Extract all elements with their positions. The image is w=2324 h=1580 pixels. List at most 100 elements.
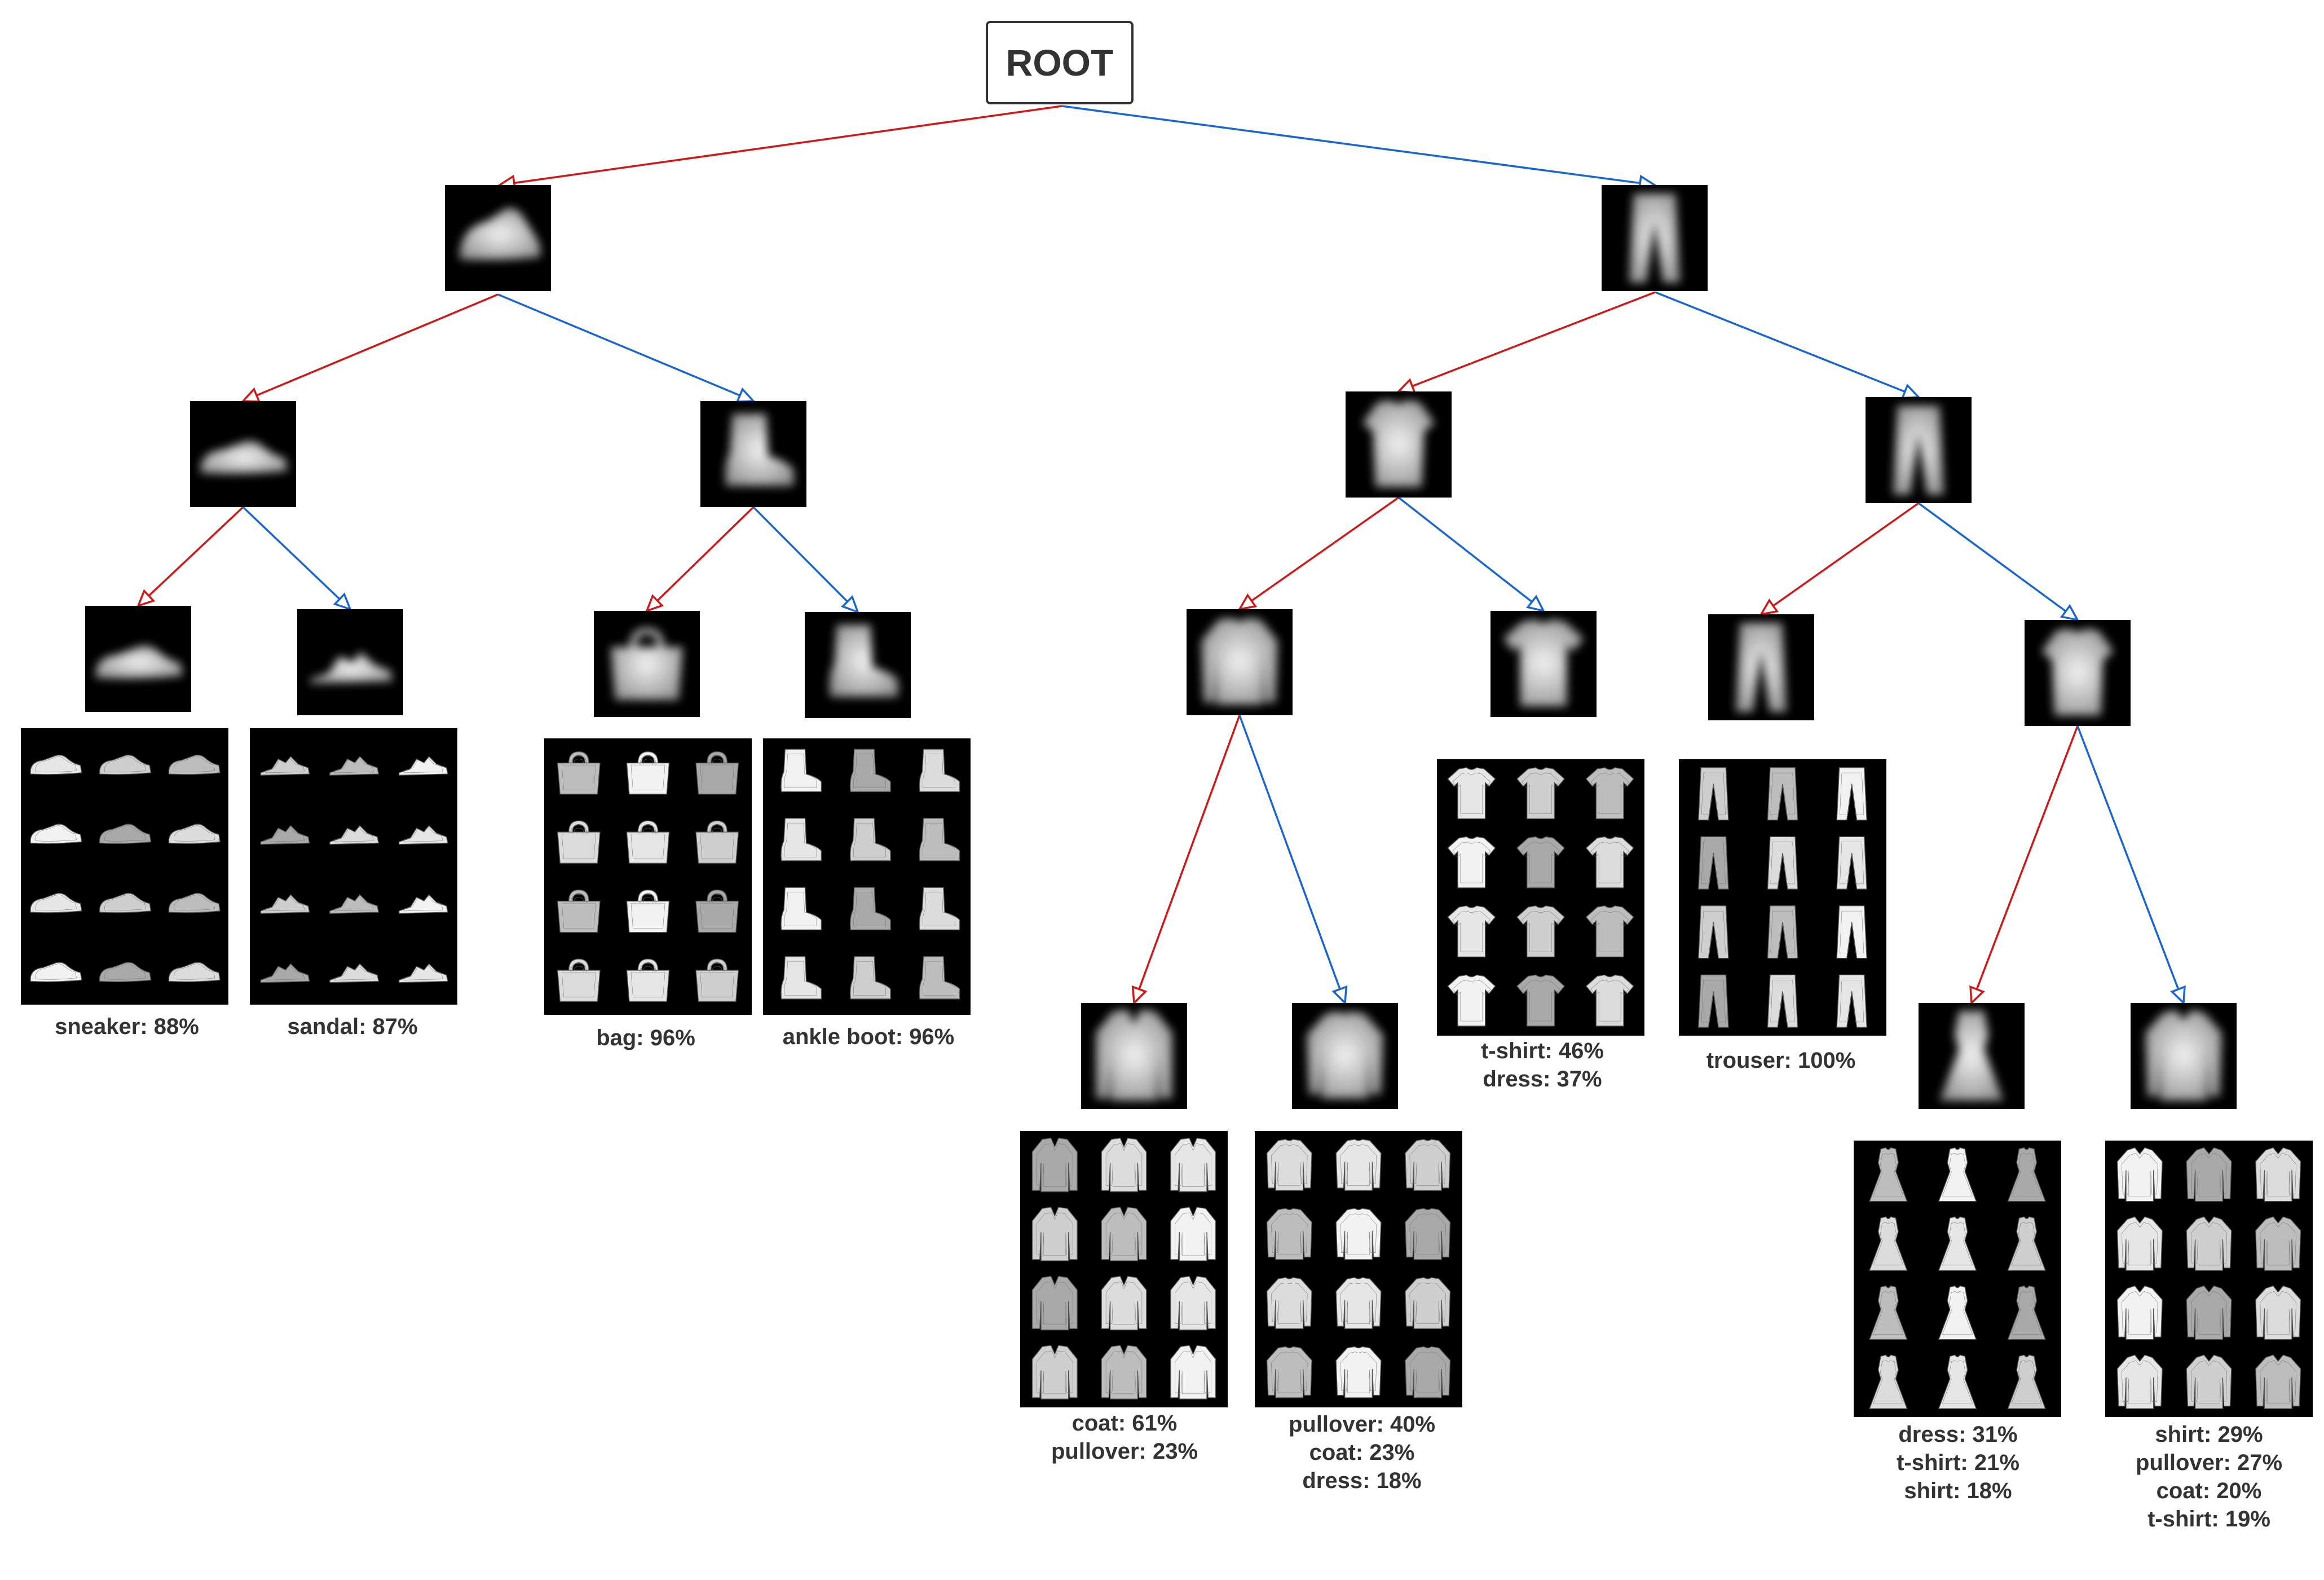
label-line: t-shirt: 21% — [1897, 1450, 2019, 1475]
right-edge — [752, 506, 859, 613]
node-coat — [1081, 1003, 1187, 1109]
coat-blur-icon — [1081, 1003, 1187, 1109]
arrowhead-icon — [2170, 985, 2186, 1005]
arrowhead-icon — [1396, 378, 1417, 394]
label-line: trouser: 100% — [1706, 1048, 1856, 1073]
coat-samples-icon — [1020, 1131, 1228, 1407]
right-edge — [497, 293, 754, 402]
shirt-samples-icon — [2105, 1141, 2313, 1417]
top-blur-icon — [1346, 391, 1452, 498]
label-pullover: pullover: 40% coat: 23% dress: 18% — [1243, 1410, 1480, 1495]
left-edge — [137, 506, 244, 607]
label-line: bag: 96% — [596, 1026, 695, 1050]
arrowhead-icon — [1969, 985, 1985, 1005]
shoe-blur-icon — [445, 185, 551, 291]
node-bag — [594, 611, 700, 717]
arrowhead-icon — [840, 595, 859, 614]
node-shirt — [2131, 1003, 2237, 1109]
arrowhead-icon — [1331, 985, 1348, 1005]
left-edge — [1238, 496, 1400, 610]
pullover-samples-icon — [1255, 1131, 1462, 1407]
node-tops — [1346, 391, 1452, 498]
label-line: sandal: 87% — [287, 1014, 418, 1039]
trouser-blur-icon — [1866, 397, 1972, 503]
left-edge — [499, 105, 1062, 186]
label-line: dress: 18% — [1302, 1468, 1422, 1493]
label-shirt: shirt: 29% pullover: 27% coat: 20% t-shi… — [2091, 1420, 2324, 1533]
bag-samples-icon — [544, 738, 752, 1015]
tshirt-blur-icon — [1490, 611, 1597, 717]
left-edge — [1970, 725, 2079, 1004]
label-line: coat: 61% — [1071, 1411, 1178, 1436]
arrowhead-icon — [136, 589, 156, 608]
left-edge — [646, 506, 755, 612]
left-edge — [1133, 715, 1241, 1004]
label-dress: dress: 31% t-shirt: 21% shirt: 18% — [1840, 1420, 2076, 1505]
left-edge — [1760, 502, 1920, 615]
node-clothing — [1602, 185, 1708, 291]
label-ankle-boot: ankle boot: 96% — [750, 1023, 987, 1051]
trouser-blur-icon — [1708, 614, 1814, 720]
node-trouser — [1708, 614, 1814, 720]
node-ankle-boot — [805, 612, 911, 718]
sandal-blur-icon — [297, 609, 403, 715]
pullover-blur-icon — [1292, 1003, 1398, 1109]
label-line: t-shirt: 46% — [1481, 1038, 1604, 1063]
right-edge — [1238, 715, 1346, 1004]
label-line: sneaker: 88% — [55, 1014, 199, 1039]
node-pullover — [1292, 1003, 1398, 1109]
grid-trouser — [1679, 759, 1886, 1036]
label-line: dress: 37% — [1483, 1067, 1602, 1092]
label-trouser: trouser: 100% — [1662, 1046, 1899, 1075]
label-line: pullover: 27% — [2135, 1450, 2283, 1475]
right-edge — [1061, 105, 1655, 186]
label-line: pullover: 40% — [1288, 1412, 1436, 1437]
tshirt-samples-icon — [1437, 759, 1644, 1036]
arrowhead-icon — [735, 387, 756, 403]
arrowhead-icon — [645, 594, 664, 613]
top-blur-icon — [2025, 620, 2131, 726]
grid-sandal — [250, 728, 457, 1005]
trouser-samples-icon — [1679, 759, 1886, 1036]
label-sneaker: sneaker: 88% — [8, 1013, 245, 1041]
arrowhead-icon — [333, 592, 352, 611]
grid-tshirt — [1437, 759, 1644, 1036]
label-line: shirt: 29% — [2155, 1422, 2263, 1447]
node-sneaker — [85, 606, 191, 712]
arrowhead-icon — [2060, 604, 2080, 622]
right-edge — [1655, 291, 1919, 398]
sandal-samples-icon — [250, 728, 457, 1005]
arrowhead-icon — [1526, 595, 1546, 613]
dress-samples-icon — [1854, 1141, 2061, 1417]
node-dress — [1919, 1003, 2025, 1109]
bag-blur-icon — [594, 611, 700, 717]
sneaker-samples-icon — [21, 728, 228, 1005]
label-bag: bag: 96% — [527, 1024, 764, 1052]
node-trousers-shirts — [1866, 397, 1972, 503]
label-line: shirt: 18% — [1904, 1478, 2012, 1503]
left-edge — [1398, 291, 1656, 393]
label-sandal: sandal: 87% — [234, 1013, 471, 1041]
right-edge — [2076, 725, 2185, 1004]
label-tshirt: t-shirt: 46% dress: 37% — [1424, 1037, 1661, 1093]
sneaker-blur-icon — [85, 606, 191, 712]
root-node: ROOT — [986, 21, 1134, 104]
arrowhead-icon — [241, 387, 261, 403]
grid-dress — [1854, 1141, 2061, 1417]
right-edge — [1917, 502, 2079, 621]
arrowhead-icon — [1131, 985, 1148, 1005]
trouser-blur-icon — [1602, 185, 1708, 291]
left-edge — [242, 293, 499, 402]
label-coat: coat: 61% pullover: 23% — [1006, 1409, 1243, 1465]
label-line: ankle boot: 96% — [782, 1024, 955, 1049]
node-sandal — [297, 609, 403, 715]
shirt-blur-icon — [2131, 1003, 2237, 1109]
grid-coat — [1020, 1131, 1228, 1407]
node-shoes — [445, 185, 551, 291]
grid-sneaker — [21, 728, 228, 1005]
node-long-sleeve — [1187, 609, 1293, 715]
label-line: coat: 23% — [1309, 1440, 1415, 1465]
boot-blur-icon — [700, 401, 806, 507]
node-boots-bags — [700, 401, 806, 507]
